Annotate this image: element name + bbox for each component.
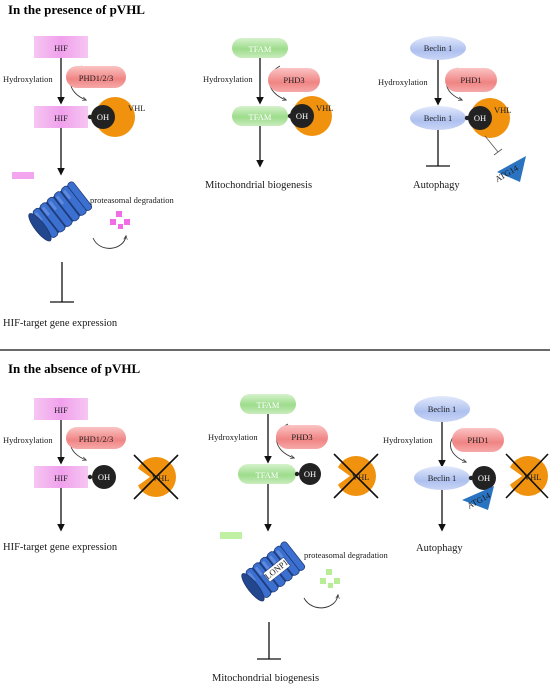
vhl-label: VHL — [128, 103, 145, 113]
oh-circle — [91, 105, 115, 129]
phd3-pill — [268, 68, 320, 92]
oh-circle-2 — [290, 104, 314, 128]
pink-fragments-icon — [110, 211, 130, 229]
beclin-column-absence: Beclin 1 Hydroxylation PHD1 Beclin 1 OH … — [383, 396, 549, 554]
phd123-pill — [66, 66, 126, 88]
hif-target-label-b: HIF-target gene expression — [3, 542, 118, 553]
beclin-ellipse-b — [414, 396, 470, 422]
mito-biogenesis-label: Mitochondrial biogenesis — [205, 180, 312, 191]
atg14-triangle — [497, 156, 526, 182]
tfam-column-absence: TFAM Hydroxylation PHD3 TFAM OH VHL LONP… — [208, 394, 389, 684]
vhl-label-2: VHL — [316, 103, 333, 113]
vhl-label-b2: VHL — [352, 472, 369, 482]
x-cross-icon-3 — [505, 453, 549, 499]
hydroxylation-label-b3: Hydroxylation — [383, 435, 433, 445]
proteasomal-degradation-label-b: proteasomal degradation — [304, 550, 389, 560]
degradation-curve-b — [303, 595, 338, 609]
oh-label-b: OH — [98, 472, 110, 482]
tfam-pill-hydroxylated-b — [238, 464, 296, 484]
phd123-label: PHD1/2/3 — [79, 73, 113, 83]
oh-label-b3: OH — [478, 473, 490, 483]
hydroxylation-label-3: Hydroxylation — [378, 77, 428, 87]
phd123-pill-b — [66, 427, 126, 449]
hif-column-presence: HIF Hydroxylation PHD1/2/3 HIF VHL OH pr… — [3, 36, 175, 329]
lonp1-tag — [262, 556, 291, 583]
tfam-label-2: TFAM — [249, 112, 272, 122]
hydroxylation-label-b: Hydroxylation — [3, 435, 53, 445]
vhl-label-3: VHL — [494, 105, 511, 115]
proteasomal-degradation-label: proteasomal degradation — [90, 195, 175, 205]
phd123-label-b: PHD1/2/3 — [79, 434, 113, 444]
atg14-triangle-b — [462, 486, 494, 510]
oh-circle-3 — [468, 106, 492, 130]
hif-box-hydroxylated-b — [34, 466, 88, 488]
phd1-label: PHD1 — [460, 75, 481, 85]
hif-label: HIF — [54, 43, 68, 53]
tfam-label-b2: TFAM — [256, 470, 279, 480]
atg14-label: ATG14 — [493, 162, 520, 184]
x-cross-icon-2 — [333, 453, 379, 499]
beclin-ellipse-hydroxylated — [410, 106, 466, 130]
tfam-label: TFAM — [249, 44, 272, 54]
phd3-label-b: PHD3 — [291, 432, 312, 442]
mito-biogenesis-label-b: Mitochondrial biogenesis — [212, 673, 319, 684]
oh-label-3: OH — [474, 113, 486, 123]
autophagy-label: Autophagy — [413, 180, 460, 191]
oh-label-b2: OH — [304, 469, 316, 479]
oh-label-2: OH — [296, 111, 308, 121]
vhl-label-b3: VHL — [524, 472, 541, 482]
presence-title: In the presence of pVHL — [8, 2, 145, 17]
hif-fragment-bar — [12, 172, 34, 179]
oh-circle-b3 — [472, 466, 496, 490]
hydroxylation-label-b2: Hydroxylation — [208, 432, 258, 442]
hif-box-hydroxylated — [34, 106, 88, 128]
proteasome-icon — [25, 180, 94, 245]
tfam-pill — [232, 38, 288, 58]
hif-box-b — [34, 398, 88, 420]
beclin-label: Beclin 1 — [424, 43, 453, 53]
tfam-pill-hydroxylated — [232, 106, 288, 126]
phd3-pill-b — [276, 425, 328, 449]
hydroxylation-label: Hydroxylation — [3, 74, 53, 84]
phd1-pill — [445, 68, 497, 92]
oh-label: OH — [97, 112, 109, 122]
beclin-label-b2: Beclin 1 — [428, 473, 457, 483]
tfam-fragment-bar — [220, 532, 242, 539]
tfam-label-b: TFAM — [257, 400, 280, 410]
beclin-label-b: Beclin 1 — [428, 404, 457, 414]
hif-box — [34, 36, 88, 58]
autophagy-label-b: Autophagy — [416, 543, 463, 554]
phd1-pill-b — [452, 428, 504, 452]
beclin-ellipse — [410, 36, 466, 60]
phd1-label-b: PHD1 — [467, 435, 488, 445]
tfam-pill-b — [240, 394, 296, 414]
oh-circle-b — [92, 465, 116, 489]
green-fragments-icon — [320, 569, 340, 588]
vhl-label-b: VHL — [152, 473, 169, 483]
tfam-column-presence: TFAM Hydroxylation PHD3 TFAM VHL OH Mito… — [203, 38, 333, 191]
x-cross-icon — [133, 454, 179, 500]
beclin-ellipse-hydroxylated-b — [414, 466, 470, 490]
atg14-inhibition-bar — [493, 148, 503, 156]
phd3-label: PHD3 — [283, 75, 304, 85]
atg14-inhibition-line — [484, 135, 499, 153]
degradation-curve — [92, 236, 126, 249]
beclin-column-presence: Beclin 1 Hydroxylation PHD1 Beclin 1 VHL… — [378, 36, 526, 191]
hif-target-label: HIF-target gene expression — [3, 318, 118, 329]
beclin-label-2: Beclin 1 — [424, 113, 453, 123]
absence-title: In the absence of pVHL — [8, 361, 141, 376]
oh-circle-b2 — [299, 463, 321, 485]
hif-column-absence: HIF Hydroxylation PHD1/2/3 HIF OH VHL HI… — [3, 398, 179, 553]
hif-label-b: HIF — [54, 405, 68, 415]
hydroxylation-label-2: Hydroxylation — [203, 74, 253, 84]
hif-label-2: HIF — [54, 113, 68, 123]
hif-label-b2: HIF — [54, 473, 68, 483]
